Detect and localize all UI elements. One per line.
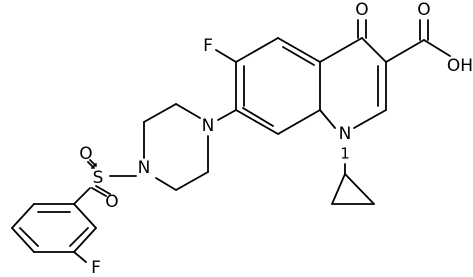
aryl-fluorine-label: F [91,258,101,277]
bond [91,187,107,197]
n1-locant-label: 1 [340,145,350,163]
bond [423,39,451,57]
bond [95,185,111,195]
quinolone-nitrogen-label: N [339,124,352,144]
bond [353,109,387,129]
sulfur-label: S [93,168,104,188]
bond [87,161,95,169]
bond [277,109,321,135]
double-bond-inner [282,46,315,66]
bond [175,103,201,119]
bond [217,109,237,121]
quinolone-benzo-ring [235,37,321,135]
acid-oxygen-label: O [417,0,430,20]
double-bond-inner [242,107,274,127]
bond [319,109,336,129]
sulfonyl-oxygen-upper-label: O [79,144,92,164]
bond [73,251,87,263]
quinolone-pyridone-ring [319,37,387,129]
piperazine-ring: N N [138,103,237,191]
bond [331,173,346,205]
bond [89,159,97,167]
bond [277,37,321,63]
sulfonyl-group: S O O [73,144,137,212]
quinolone-fluoro: F [203,36,237,63]
bond [319,37,363,63]
bond [73,187,91,205]
bond [73,227,97,253]
bond [73,203,97,229]
hydroxyl-label: OH [447,56,473,76]
bond [361,37,387,63]
double-bond-inner [69,227,89,247]
ketone-group: O [355,0,369,39]
sulfonyl-oxygen-lower-label: O [105,192,118,212]
ketone-oxygen-label: O [355,0,368,20]
bond [155,177,177,191]
bond [235,109,279,135]
double-bond-inner [19,227,39,247]
carboxylic-acid-group: O OH [385,0,473,76]
bond [175,171,209,191]
bond [385,39,425,63]
bond [235,37,279,63]
bond [143,103,177,123]
piperazine-nitrogen-bottom-label: N [138,158,151,178]
quinolone-fluorine-label: F [203,36,213,56]
bond [215,49,237,63]
bond [11,227,35,253]
bond [344,173,375,205]
n1-cyclopropyl: N 1 [331,124,375,205]
bond [11,203,35,229]
piperazine-nitrogen-top-label: N [202,116,215,136]
fluorophenyl-ring: F [11,203,101,277]
